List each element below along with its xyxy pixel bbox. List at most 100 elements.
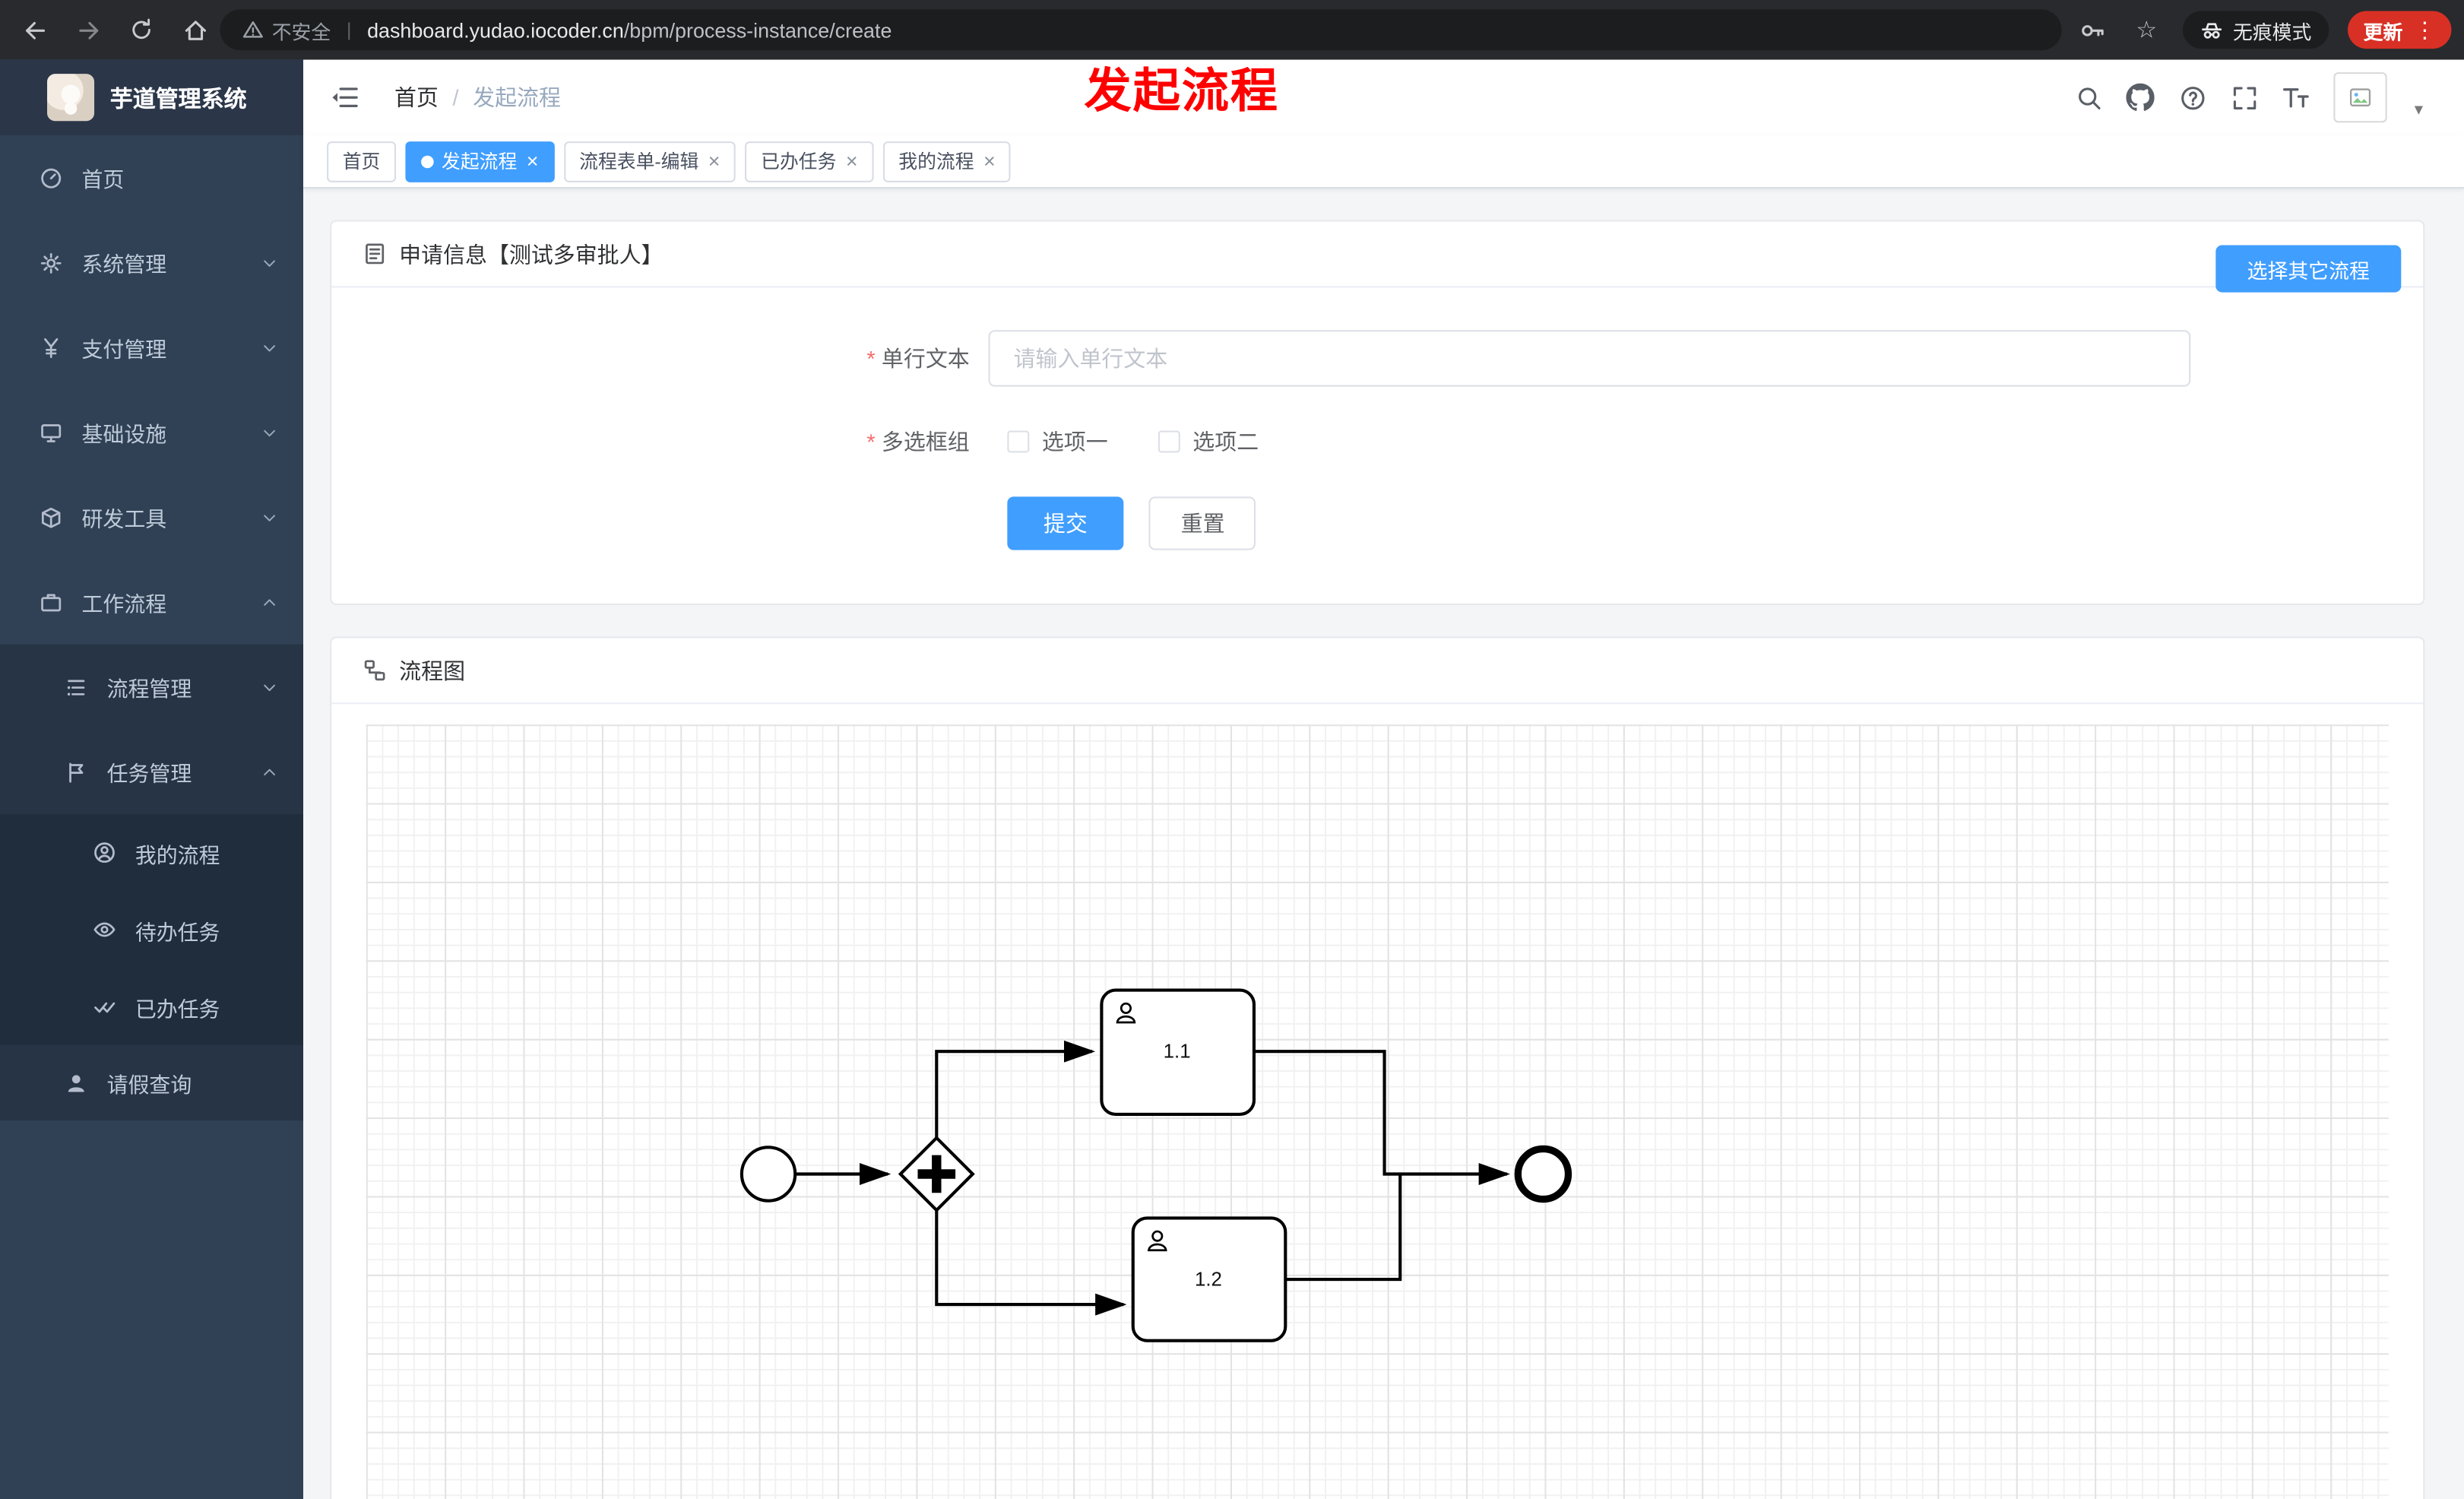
back-icon[interactable] (13, 8, 57, 52)
sidebar-item-infrastructure[interactable]: 基础设施 (0, 390, 303, 475)
tab-process-form-edit[interactable]: 流程表单-编辑 × (563, 141, 736, 182)
home-icon[interactable] (173, 8, 217, 52)
chevron-down-icon (261, 339, 278, 357)
user-avatar[interactable] (2334, 72, 2388, 123)
fullscreen-icon[interactable] (2231, 84, 2259, 112)
sidebar-item-process-mgmt[interactable]: 流程管理 (0, 644, 304, 730)
url-text: dashboard.yudao.iocoder.cn/bpm/process-i… (367, 18, 892, 42)
sidebar-item-task-mgmt[interactable]: 任务管理 (0, 729, 304, 815)
sidebar-item-payment-mgmt[interactable]: 支付管理 (0, 305, 303, 390)
checkbox-option-2[interactable]: 选项二 (1158, 426, 1259, 457)
flow-task2-to-end (1284, 1174, 1402, 1282)
select-other-process-button[interactable]: 选择其它流程 (2215, 245, 2402, 293)
help-icon[interactable] (2179, 84, 2207, 112)
dashboard-icon (38, 165, 63, 190)
start-event[interactable] (740, 1146, 797, 1203)
url-domain: dashboard.yudao.iocoder.cn (367, 17, 624, 42)
sidebar-item-leave-query[interactable]: 请假查询 (0, 1044, 304, 1121)
incognito-icon (2200, 18, 2224, 42)
tab-done-tasks[interactable]: 已办任务 × (745, 141, 874, 182)
single-line-text-input[interactable] (988, 330, 2191, 387)
person-circle-icon (91, 840, 116, 865)
incognito-label: 无痕模式 (2232, 21, 2312, 43)
app-logo[interactable]: 芋道管理系统 (0, 59, 304, 135)
document-icon (363, 242, 387, 265)
user-icon (1116, 1002, 1136, 1024)
tab-home[interactable]: 首页 (327, 141, 397, 182)
bpmn-canvas[interactable]: 1.1 1.2 (366, 724, 2389, 1499)
bookmark-star-icon[interactable]: ☆ (2136, 17, 2158, 44)
breadcrumb-home[interactable]: 首页 (394, 84, 439, 110)
chevron-up-icon (261, 763, 278, 781)
chevron-down-icon (261, 509, 278, 526)
flow-task1-to-end (1253, 1050, 1510, 1185)
required-asterisk: * (866, 345, 876, 371)
flag-icon (63, 759, 88, 784)
password-key-icon[interactable] (2076, 13, 2110, 47)
tab-my-processes[interactable]: 我的流程 × (882, 141, 1012, 182)
active-tab-dot (421, 154, 434, 168)
yuan-icon (38, 334, 63, 360)
diagram-icon (363, 658, 387, 682)
user-icon (1147, 1230, 1167, 1252)
gear-icon (38, 250, 63, 275)
sidebar-item-my-processes[interactable]: 我的流程 (0, 814, 304, 892)
required-asterisk: * (866, 429, 876, 455)
github-icon[interactable] (2127, 83, 2155, 112)
task-label: 1.1 (1164, 1041, 1191, 1062)
update-button[interactable]: 更新 ⋮ (2347, 11, 2452, 49)
end-event[interactable] (1514, 1145, 1572, 1203)
checkbox-icon[interactable] (1007, 430, 1030, 453)
close-tab-icon[interactable]: × (845, 149, 858, 173)
eye-icon (91, 917, 116, 942)
bpmn-diagram: 1.1 1.2 (740, 988, 1572, 1342)
top-navbar: 首页 / 发起流程 (303, 59, 2464, 135)
text-field-label: *单行文本 (866, 345, 970, 371)
checkbox-option-1[interactable]: 选项一 (1007, 426, 1108, 457)
font-size-icon[interactable] (2282, 84, 2310, 112)
tab-initiate-process[interactable]: 发起流程 × (405, 141, 555, 182)
checkbox-icon[interactable] (1158, 430, 1180, 453)
security-warning-icon (242, 19, 264, 41)
user-task-2[interactable]: 1.2 (1131, 1216, 1287, 1342)
main-content: 申请信息【测试多审批人】 选择其它流程 *单行文本 *多选框组 (303, 189, 2464, 1499)
reset-button[interactable]: 重置 (1149, 496, 1256, 550)
flow-gateway-to-task2 (935, 1210, 1127, 1316)
submit-button[interactable]: 提交 (1007, 496, 1124, 550)
double-check-icon (91, 994, 116, 1019)
person-icon (63, 1070, 88, 1095)
cube-icon (38, 505, 63, 530)
breadcrumb: 首页 / 发起流程 (394, 82, 561, 113)
forward-icon[interactable] (66, 8, 110, 52)
card-title: 流程图 (399, 658, 466, 683)
app-title: 芋道管理系统 (109, 87, 247, 113)
url-bar[interactable]: 不安全 | dashboard.yudao.iocoder.cn/bpm/pro… (220, 9, 2062, 51)
close-tab-icon[interactable]: × (983, 149, 996, 173)
sidebar-item-workflow[interactable]: 工作流程 (0, 559, 303, 645)
flow-diagram-card: 流程图 (330, 636, 2425, 1499)
menu-fold-icon[interactable] (330, 84, 358, 112)
browser-menu-icon[interactable]: ⋮ (2413, 16, 2436, 42)
user-task-1[interactable]: 1.1 (1100, 988, 1256, 1116)
close-tab-icon[interactable]: × (708, 149, 721, 173)
sidebar-item-todo-tasks[interactable]: 待办任务 (0, 891, 304, 968)
sidebar-item-dev-tools[interactable]: 研发工具 (0, 474, 303, 559)
red-annotation-text: 发起流程 (1084, 65, 1280, 119)
chevron-down-icon (261, 423, 278, 441)
sidebar-item-system-mgmt[interactable]: 系统管理 (0, 220, 303, 305)
refresh-icon[interactable] (119, 8, 163, 52)
security-label: 不安全 (271, 21, 331, 43)
sidebar: 芋道管理系统 首页 系统管理 支付管理 基础设施 (0, 59, 304, 1499)
flow-gateway-to-task1 (935, 1040, 1096, 1138)
breadcrumb-separator: / (452, 84, 459, 110)
search-icon[interactable] (2075, 84, 2103, 112)
avatar-caret-icon[interactable]: ▾ (2414, 100, 2424, 119)
sidebar-item-done-tasks[interactable]: 已办任务 (0, 968, 304, 1045)
monitor-icon (38, 420, 63, 445)
chevron-up-icon (261, 594, 278, 611)
logo-avatar (47, 74, 95, 122)
sidebar-item-home[interactable]: 首页 (0, 135, 303, 220)
apply-info-card: 申请信息【测试多审批人】 选择其它流程 *单行文本 *多选框组 (330, 220, 2425, 606)
close-tab-icon[interactable]: × (526, 149, 539, 173)
